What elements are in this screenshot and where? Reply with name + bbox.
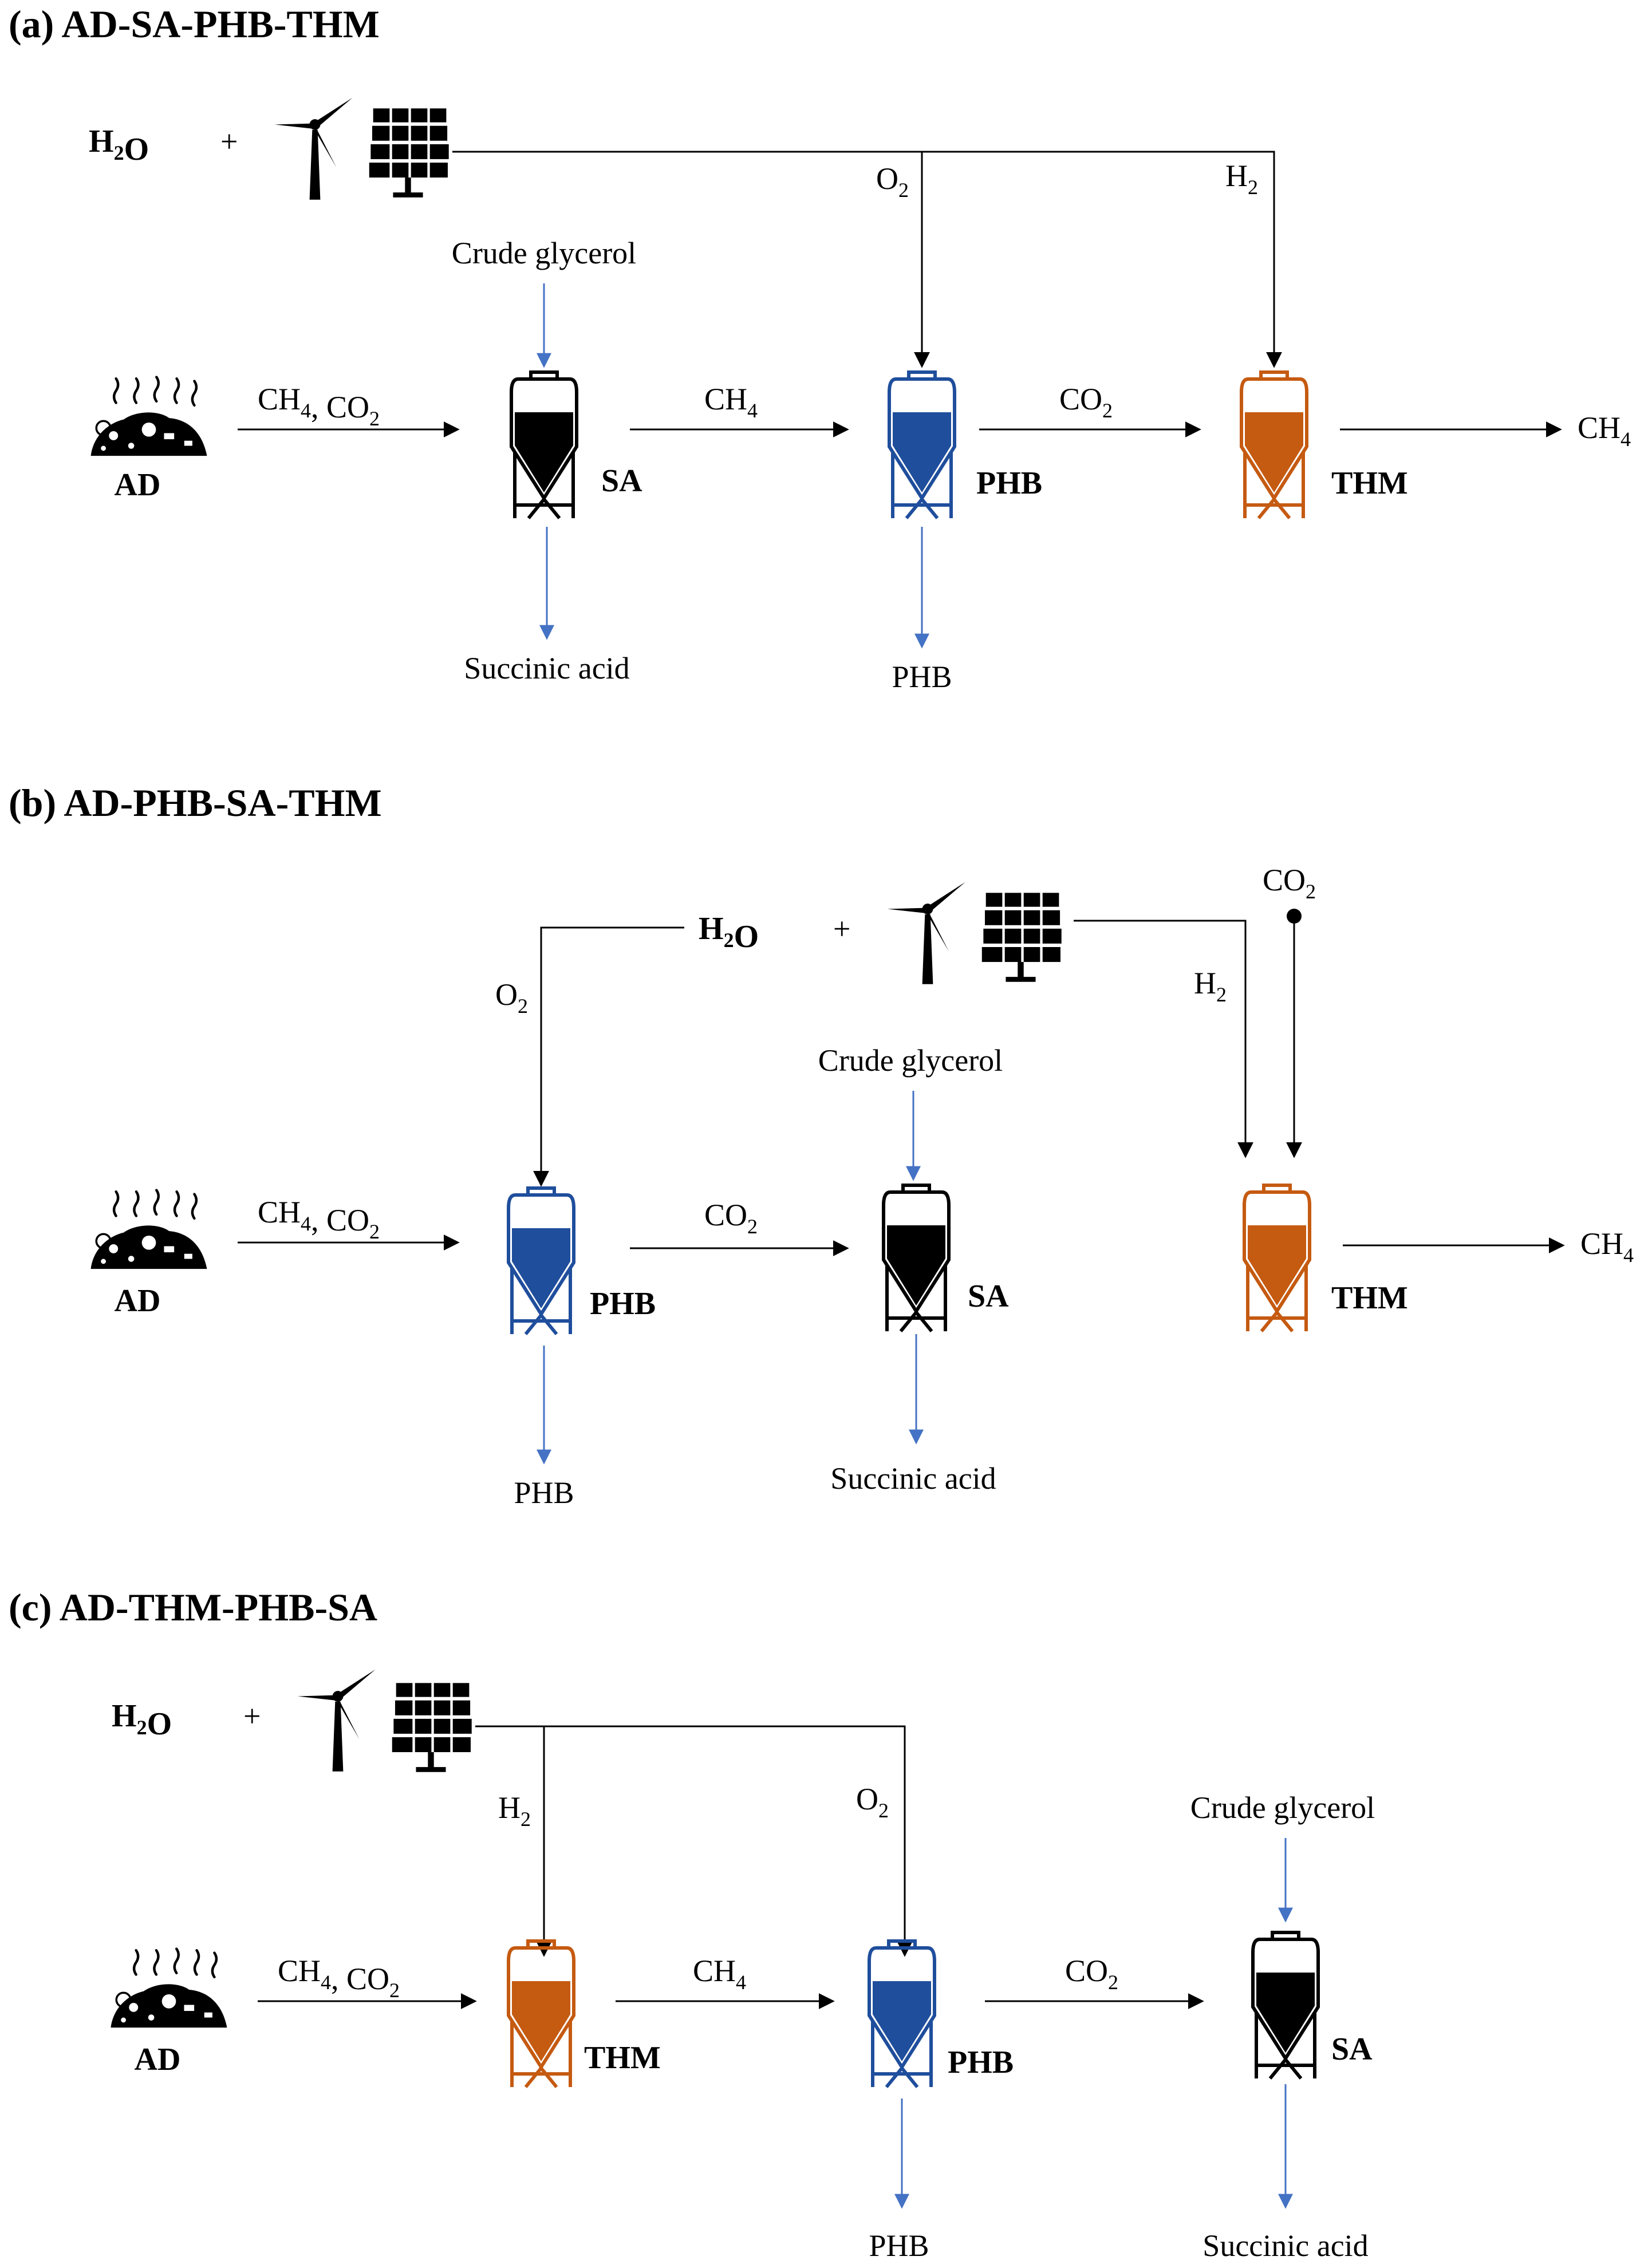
panel-c-h2-label: H2: [498, 1790, 531, 1831]
panel-a-reactor-sa: [510, 370, 578, 519]
panel-b-stream2-label: CO2: [704, 1198, 758, 1238]
panel-b-h2-label: H2: [1194, 966, 1227, 1006]
panel-a-stream3-label: CO2: [1059, 382, 1113, 422]
panel-a-ad-label: AD: [115, 467, 161, 503]
panel-c-plus: +: [243, 1699, 261, 1733]
panel-b-title: (b) AD-PHB-SA-THM: [9, 781, 382, 825]
panel-b-o2-line: [533, 926, 684, 1187]
panel-b-reactor-sa: [882, 1184, 951, 1332]
panel-a-stream2-label: CH4: [704, 382, 758, 422]
panel-a-stream1-label: CH4, CO2: [258, 382, 380, 430]
panel-a-reactor-thm: [1240, 370, 1308, 519]
panel-c-ad-label: AD: [135, 2042, 181, 2077]
panel-c-title: (c) AD-THM-PHB-SA: [9, 1585, 377, 1629]
panel-a-water-label: H2O: [89, 124, 149, 167]
panel-a-h2-line: [452, 151, 1282, 368]
panel-b-product1-label: PHB: [514, 1476, 574, 1510]
panel-a-title: (a) AD-SA-PHB-THM: [9, 2, 380, 46]
panel-c-product1-label: PHB: [869, 2228, 929, 2263]
panel-c-reactor-thm: [507, 1939, 575, 2088]
panel-b-glycerol-label: Crude glycerol: [818, 1043, 1003, 1078]
panel-b-wind-turbine-icon: [887, 882, 965, 984]
panel-b-solar-panel-icon: [981, 893, 1062, 982]
panel-c-stream1-label: CH4, CO2: [278, 1954, 400, 2002]
panel-c-product2-label: Succinic acid: [1202, 2228, 1368, 2263]
panel-a-h2-label: H2: [1225, 159, 1258, 199]
panel-a-o2-label: O2: [876, 161, 909, 202]
panel-a-glycerol-label: Crude glycerol: [452, 236, 636, 270]
panel-c-solar-panel-icon: [392, 1683, 472, 1772]
panel-a-reactor-thm-label: THM: [1331, 466, 1408, 501]
panel-c-reactor-thm-label: THM: [584, 2040, 661, 2076]
panel-a-out-label: CH4: [1578, 411, 1631, 451]
panel-c-reactor-phb-label: PHB: [948, 2045, 1014, 2080]
panel-c-wind-turbine-icon: [297, 1669, 376, 1772]
panel-a-product2-label: PHB: [892, 660, 952, 694]
panel-a-product1-label: Succinic acid: [464, 651, 629, 685]
panel-b-product2-label: Succinic acid: [830, 1461, 996, 1496]
panel-b-ad-label: AD: [115, 1283, 161, 1319]
panel-b-stream1-label: CH4, CO2: [258, 1195, 380, 1243]
panel-b-o2-label: O2: [495, 977, 528, 1017]
panel-a-reactor-phb-label: PHB: [976, 466, 1042, 501]
panel-c-water-label: H2O: [112, 1698, 172, 1742]
panel-b-co2-label: CO2: [1263, 863, 1316, 903]
panel-c-o2-label: O2: [856, 1782, 889, 1822]
panel-b-reactor-thm: [1243, 1184, 1311, 1332]
panel-b-reactor-phb-label: PHB: [590, 1286, 656, 1322]
panel-c-reactor-phb: [868, 1939, 936, 2088]
panel-b-plus: +: [833, 912, 850, 946]
panel-a-wind-turbine-icon: [274, 97, 353, 200]
panel-c-stream3-label: CO2: [1065, 1954, 1118, 1994]
panel-b-reactor-thm-label: THM: [1331, 1280, 1408, 1316]
panel-c-ad-icon: [111, 1949, 227, 2028]
panel-b-out-label: CH4: [1580, 1226, 1634, 1267]
panel-b-reactor-sa-label: SA: [968, 1279, 1009, 1314]
panel-a-solar-panel-icon: [369, 108, 449, 198]
panel-a-ad-icon: [91, 377, 207, 456]
panel-c-stream2-label: CH4: [693, 1954, 746, 1994]
panel-c-o2-line: [475, 1725, 913, 1957]
panel-c-reactor-sa-label: SA: [1331, 2032, 1373, 2067]
panel-c-reactor-sa: [1251, 1931, 1320, 2080]
panel-b-h2-line: [1074, 920, 1253, 1158]
panel-a-plus: +: [220, 124, 238, 159]
panel-a-reactor-phb: [888, 370, 956, 519]
panel-b-reactor-phb: [507, 1186, 575, 1335]
panel-c-glycerol-label: Crude glycerol: [1190, 1790, 1375, 1825]
panel-a-reactor-sa-label: SA: [601, 463, 642, 499]
panel-b-water-label: H2O: [699, 911, 759, 954]
panel-b-ad-icon: [91, 1190, 207, 1269]
